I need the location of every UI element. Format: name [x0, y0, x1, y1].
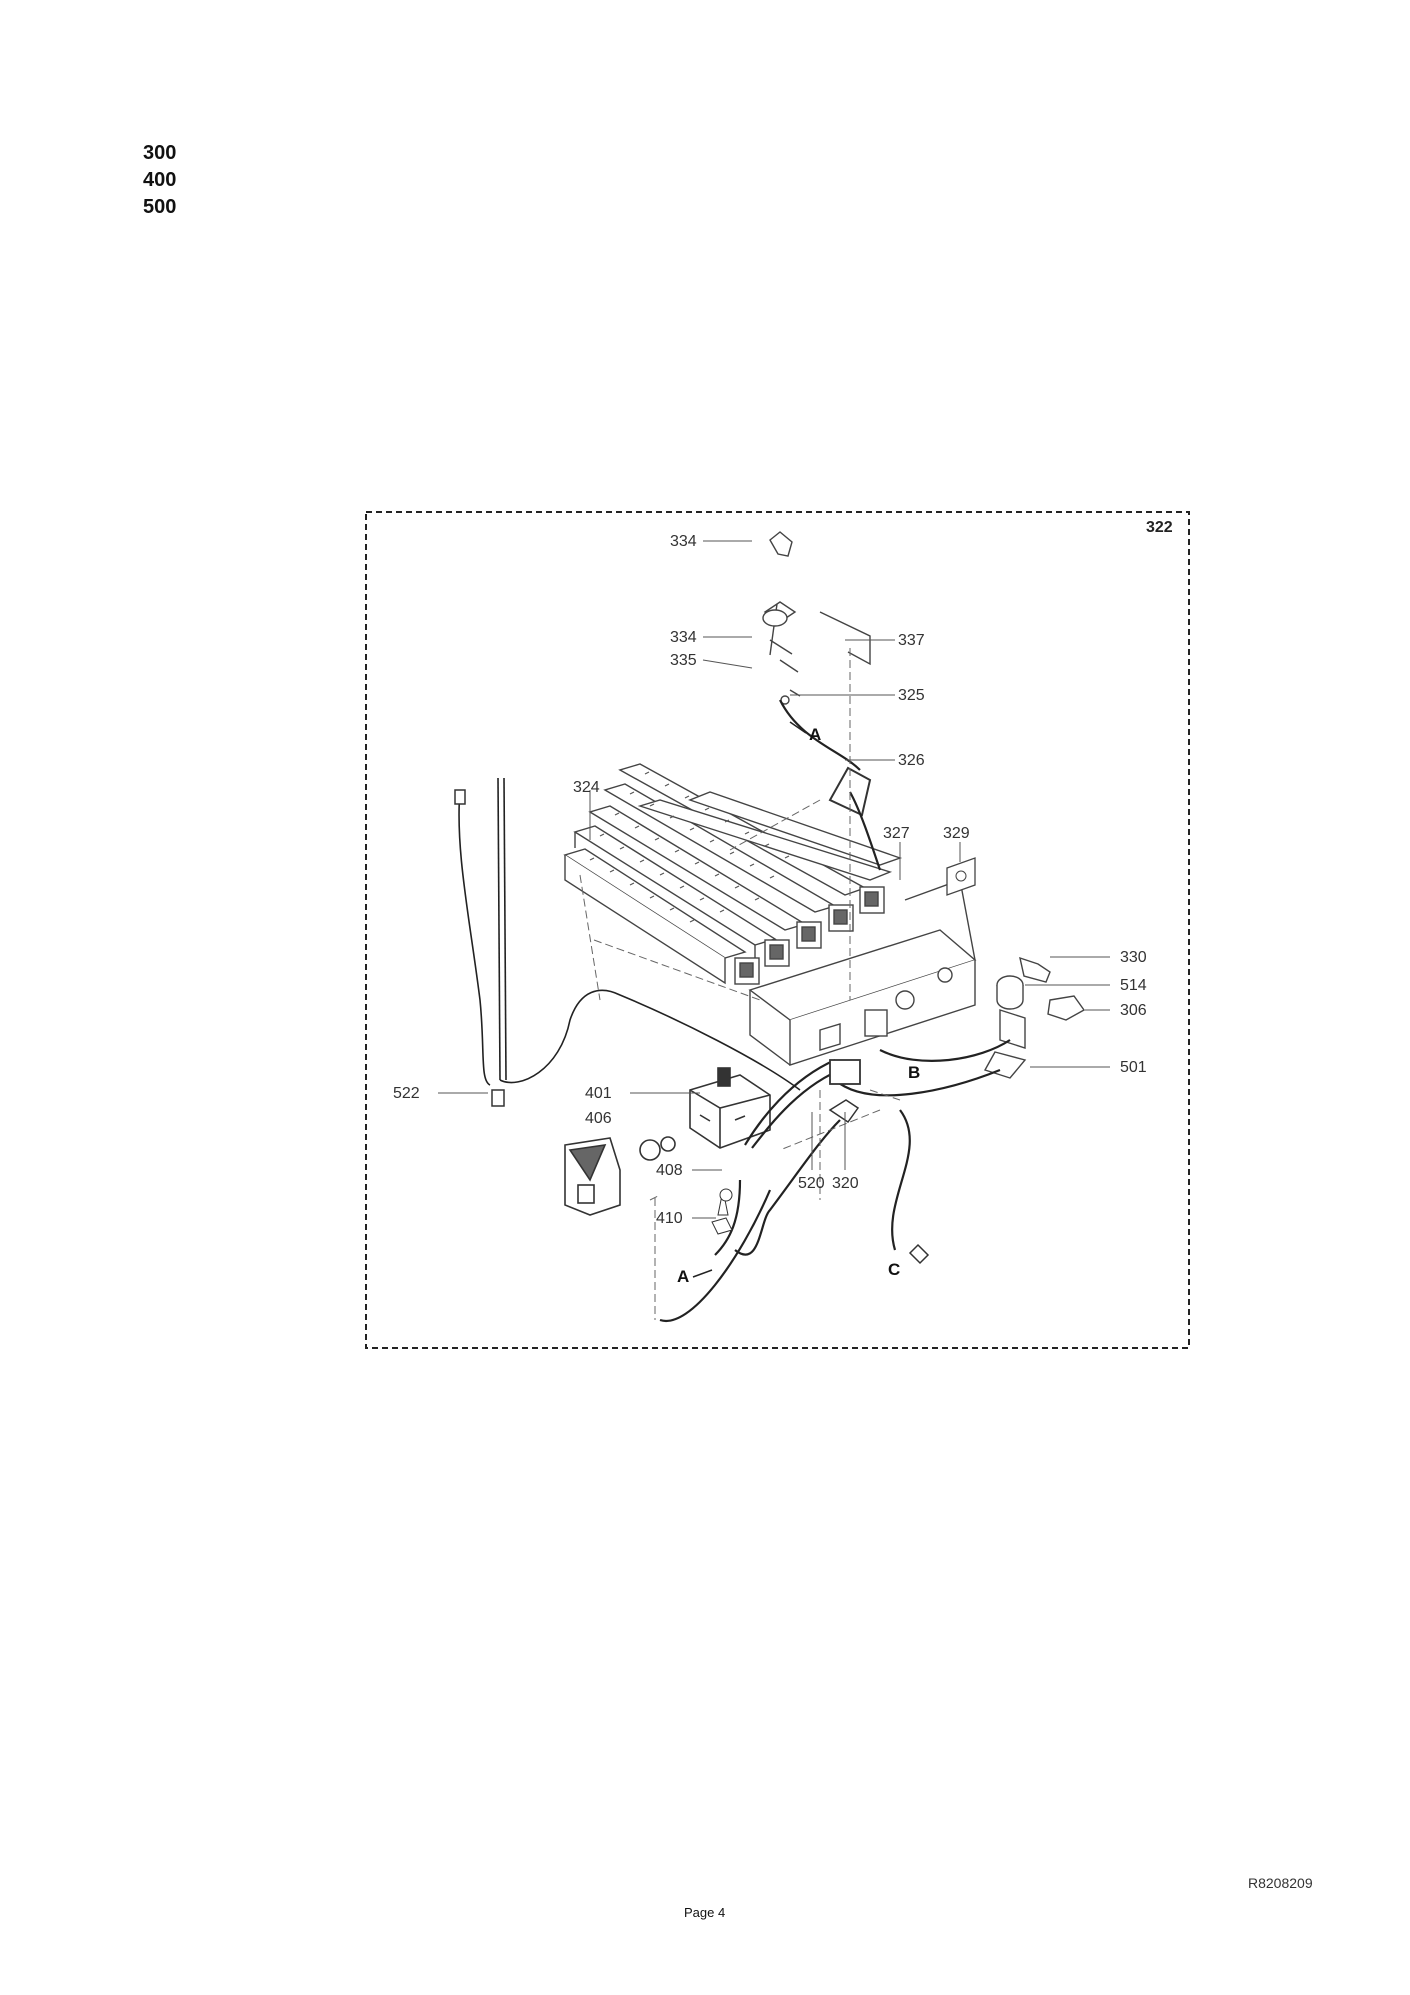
callout-325: 325 — [898, 687, 925, 704]
leader-lines — [438, 540, 1110, 1219]
pilot-tube — [779, 699, 861, 771]
callout-306: 306 — [1120, 1002, 1147, 1019]
assembly-dash-lines — [579, 648, 901, 1320]
assembly-frame — [365, 511, 1190, 1349]
callout-329: 329 — [943, 825, 970, 842]
callout-337: 337 — [898, 632, 925, 649]
callout-501: 501 — [1120, 1059, 1147, 1076]
callout-330: 330 — [1120, 949, 1147, 966]
pilot-assembly — [762, 531, 871, 705]
connector-labels: A B A C — [677, 721, 920, 1286]
connector-A-top: A — [809, 725, 821, 744]
model-series-list: 300 400 500 — [143, 140, 176, 221]
callout-520: 520 — [798, 1175, 825, 1192]
right-side-parts — [983, 956, 1086, 1079]
callout-408: 408 — [656, 1162, 683, 1179]
gas-manifold — [748, 879, 977, 1066]
connector-C: C — [888, 1260, 900, 1279]
connector-A-bottom: A — [677, 1267, 689, 1286]
callout-320: 320 — [832, 1175, 859, 1192]
callout-326: 326 — [898, 752, 925, 769]
callout-334-top: 334 — [670, 533, 697, 550]
frame-label-322: 322 — [1146, 519, 1173, 536]
callout-334: 334 — [670, 629, 697, 646]
callout-410: 410 — [656, 1210, 683, 1227]
document-reference: R8208209 — [1248, 1875, 1313, 1891]
burner-ports — [589, 771, 790, 923]
callout-335: 335 — [670, 652, 697, 669]
gas-valve — [689, 1067, 771, 1149]
callout-401: 401 — [585, 1085, 612, 1102]
connector-B: B — [908, 1063, 920, 1082]
valve-knob — [564, 1136, 676, 1216]
callout-406: 406 — [585, 1110, 612, 1127]
callout-324: 324 — [573, 779, 600, 796]
series-400: 400 — [143, 169, 177, 191]
series-500: 500 — [143, 196, 177, 218]
callout-514: 514 — [1120, 977, 1147, 994]
tube-bracket — [828, 766, 872, 817]
callout-labels: 334 334 335 337 325 326 324 327 329 330 … — [393, 533, 1147, 1227]
page-number: Page 4 — [684, 1905, 726, 1920]
series-300: 300 — [143, 142, 177, 164]
thermocouple-lead — [458, 777, 801, 1091]
burner-bank — [563, 763, 903, 985]
callout-327: 327 — [883, 825, 910, 842]
callout-522: 522 — [393, 1085, 420, 1102]
gas-tubes — [659, 1039, 1011, 1323]
